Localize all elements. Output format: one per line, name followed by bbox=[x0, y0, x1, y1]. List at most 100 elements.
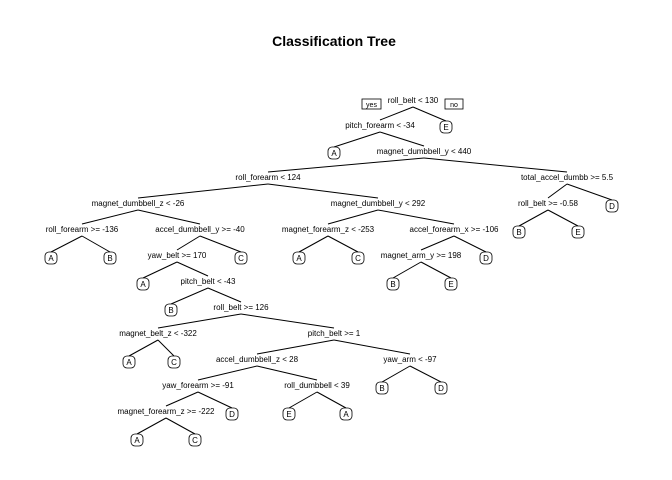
leaf-node: A bbox=[122, 355, 136, 369]
leaf-node: E bbox=[444, 277, 458, 291]
split-label: pitch_belt < -43 bbox=[181, 277, 236, 286]
tree-edge bbox=[136, 417, 167, 435]
leaf-node: B bbox=[103, 251, 117, 265]
leaf-label: A bbox=[343, 410, 349, 419]
tree-edge bbox=[81, 209, 139, 225]
leaf-label: B bbox=[107, 254, 112, 263]
tree-edge bbox=[327, 235, 359, 253]
split-label: magnet_belt_z < -322 bbox=[119, 329, 197, 338]
leaf-node: D bbox=[605, 199, 619, 213]
split-label: roll_belt >= -0.58 bbox=[518, 199, 579, 208]
tree-edge bbox=[207, 287, 242, 303]
split-label: yaw_forearm >= -91 bbox=[162, 381, 234, 390]
split-label: yaw_belt >= 170 bbox=[148, 251, 207, 260]
tree-edge bbox=[267, 157, 425, 173]
tree-edge bbox=[547, 183, 568, 199]
leaf-label: E bbox=[443, 123, 448, 132]
tree-edge bbox=[197, 391, 233, 409]
yes-tag-label: yes bbox=[366, 102, 377, 109]
tree-edge bbox=[327, 209, 379, 225]
split-label: magnet_arm_y >= 198 bbox=[381, 251, 462, 260]
leaf-label: C bbox=[171, 358, 177, 367]
leaf-node: E bbox=[439, 120, 453, 134]
tree-edge bbox=[165, 391, 199, 407]
split-label: magnet_forearm_z >= -222 bbox=[118, 407, 215, 416]
tree-edge bbox=[256, 365, 318, 381]
leaf-node: D bbox=[479, 251, 493, 265]
tree-edges bbox=[50, 106, 613, 435]
leaf-label: A bbox=[296, 254, 302, 263]
split-label: roll_belt < 130 bbox=[388, 96, 439, 105]
leaf-label: D bbox=[229, 410, 235, 419]
tree-edge bbox=[518, 209, 549, 227]
leaf-node: B bbox=[512, 225, 526, 239]
split-label: pitch_belt >= 1 bbox=[308, 329, 361, 338]
leaf-label: D bbox=[438, 384, 444, 393]
tree-edge bbox=[137, 183, 269, 199]
leaf-node: E bbox=[571, 225, 585, 239]
leaf-label: C bbox=[238, 254, 244, 263]
leaf-label: A bbox=[140, 280, 146, 289]
tree-edge bbox=[81, 235, 111, 253]
leaf-node: A bbox=[130, 433, 144, 447]
tree-edge bbox=[50, 235, 83, 253]
leaf-node: A bbox=[327, 146, 341, 160]
split-label: yaw_arm < -97 bbox=[383, 355, 437, 364]
leaf-node: B bbox=[375, 381, 389, 395]
split-label: magnet_dumbbell_z < -26 bbox=[92, 199, 185, 208]
tree-edge bbox=[288, 391, 318, 409]
leaf-label: B bbox=[168, 306, 173, 315]
tree-edge bbox=[377, 209, 455, 225]
tree-edge bbox=[176, 261, 209, 277]
tree-edge bbox=[453, 235, 487, 253]
leaf-label: A bbox=[134, 436, 140, 445]
split-label: magnet_dumbbell_y < 292 bbox=[331, 199, 426, 208]
tree-edge bbox=[547, 209, 579, 227]
leaf-label: B bbox=[516, 228, 521, 237]
leaf-node: C bbox=[167, 355, 181, 369]
no-tag: no bbox=[444, 98, 464, 110]
split-label: roll_forearm >= -136 bbox=[46, 225, 119, 234]
tree-edge bbox=[197, 365, 258, 381]
leaf-label: C bbox=[192, 436, 198, 445]
tree-edge bbox=[267, 183, 379, 199]
tree-edge bbox=[316, 391, 347, 409]
chart-title: Classification Tree bbox=[272, 33, 396, 49]
tree-edge bbox=[412, 106, 447, 122]
split-label: accel_dumbbell_y >= -40 bbox=[155, 225, 245, 234]
tree-edge bbox=[420, 261, 452, 279]
tree-edge bbox=[381, 365, 411, 383]
tree-edge bbox=[137, 209, 201, 225]
leaf-label: C bbox=[355, 254, 361, 263]
tree-edge bbox=[157, 313, 242, 329]
tree-edge bbox=[566, 183, 613, 201]
tree-edge bbox=[142, 261, 178, 279]
tree-edge bbox=[176, 235, 201, 251]
leaf-node: B bbox=[164, 303, 178, 317]
leaf-label: E bbox=[448, 280, 453, 289]
tree-edge bbox=[379, 131, 425, 147]
no-tag-label: no bbox=[450, 102, 458, 109]
split-label: magnet_dumbbell_y < 440 bbox=[377, 147, 472, 156]
leaf-label: B bbox=[390, 280, 395, 289]
tree-edge bbox=[420, 235, 455, 251]
leaf-node: A bbox=[339, 407, 353, 421]
leaf-node: D bbox=[434, 381, 448, 395]
tree-edge bbox=[423, 157, 568, 173]
split-label: accel_dumbbell_z < 28 bbox=[216, 355, 299, 364]
leaf-node: B bbox=[386, 277, 400, 291]
leaf-label: E bbox=[575, 228, 580, 237]
leaf-label: D bbox=[609, 202, 615, 211]
tree-edge bbox=[240, 313, 335, 329]
leaf-node: A bbox=[44, 251, 58, 265]
tree-edge bbox=[165, 417, 196, 435]
leaf-label: A bbox=[331, 149, 337, 158]
leaf-label: E bbox=[286, 410, 291, 419]
leaf-node: A bbox=[136, 277, 150, 291]
leaf-node: E bbox=[282, 407, 296, 421]
leaf-node: A bbox=[292, 251, 306, 265]
tree-edge bbox=[392, 261, 422, 279]
